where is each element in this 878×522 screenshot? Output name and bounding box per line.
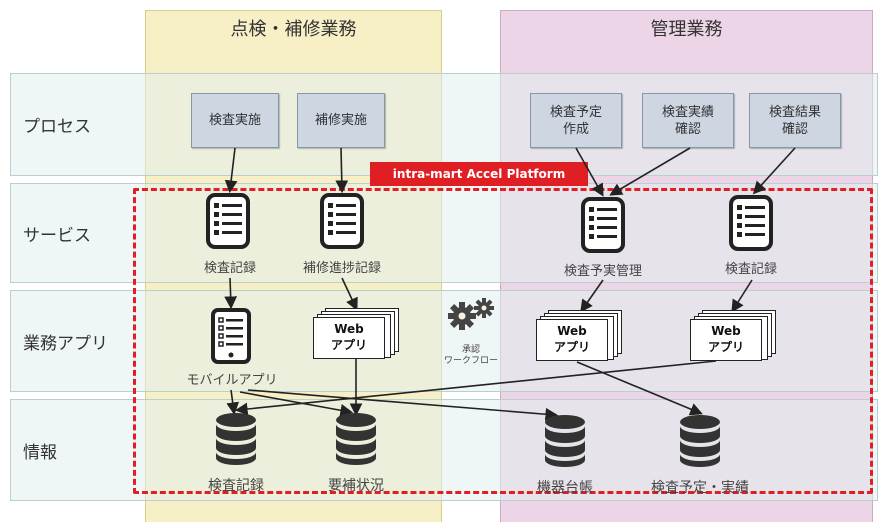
row-label-process: プロセス (23, 117, 91, 137)
process-kensa-kekka: 検査結果 確認 (749, 93, 841, 148)
gears-icon (448, 298, 494, 330)
stacked-pages-icon: Web アプリ (313, 308, 403, 360)
service-label-kensa-kiroku-2: 検査記録 (724, 262, 777, 277)
arrow-kekka-to-service (752, 147, 796, 195)
document-icon (206, 193, 250, 249)
app-label-mobile: モバイルアプリ (186, 373, 278, 388)
stacked-pages-icon: Web アプリ (536, 310, 626, 362)
info-label-kiki-daichou: 機器台帳 (537, 480, 593, 496)
row-info: 情報 (10, 399, 878, 501)
info-label-kensa-yotei-jisseki: 検査予定・実績 (651, 480, 749, 496)
arrow-mobile-to-db2 (239, 391, 354, 417)
database-icon (336, 413, 376, 465)
arrow-service2-to-web (341, 277, 358, 311)
info-label-youho-joukyou: 要補状況 (328, 478, 384, 494)
process-kensa-yotei: 検査予定 作成 (530, 93, 622, 148)
row-label-app: 業務アプリ (23, 333, 108, 354)
row-label-info: 情報 (23, 442, 57, 463)
tablet-icon (211, 308, 251, 364)
process-kensa-jisshi: 検査実施 (191, 93, 279, 148)
platform-badge: intra-mart Accel Platform (370, 162, 588, 186)
web-app-label-1b: アプリ (330, 338, 367, 352)
arrow-yotei-to-service (575, 147, 604, 197)
service-label-kensa-kiroku: 検査記録 (203, 261, 256, 276)
arrow-mobile-to-db3 (247, 389, 559, 421)
document-icon (581, 197, 625, 253)
info-label-kensa-kiroku: 検査記録 (208, 478, 264, 494)
process-kensa-jisseki: 検査実績 確認 (642, 93, 734, 148)
database-icon (216, 413, 256, 465)
web-app-label-3b: アプリ (707, 340, 744, 354)
platform-boundary (133, 188, 873, 494)
process-hoshu-jisshi: 補修実施 (297, 93, 385, 148)
arrow-hoshu-to-service (335, 147, 349, 194)
arrow-service1-to-mobile (224, 277, 238, 310)
database-icon (545, 415, 585, 467)
arrow-jisseki-to-service (609, 147, 691, 196)
arrow-mobile-to-db1 (226, 389, 240, 416)
web-app-label-2b: アプリ (553, 340, 590, 354)
web-app-label-3a: Web (711, 324, 741, 338)
column-title-inspection-repair: 点検・補修業務 (230, 19, 357, 40)
web-app-label-2a: Web (557, 324, 587, 338)
arrow-web2-to-db4 (576, 361, 703, 416)
service-label-hoshu-shinchoku: 補修進捗記録 (302, 261, 381, 276)
arrow-service3-to-web (580, 279, 604, 313)
document-icon (320, 193, 364, 249)
arrow-web3-to-db1 (234, 360, 717, 416)
arrow-service4-to-web (731, 279, 753, 313)
arrow-kensa-to-service (224, 147, 238, 194)
workflow-label: 承認 ワークフロー (443, 345, 498, 366)
row-label-service: サービス (23, 225, 91, 246)
column-title-management: 管理業務 (650, 19, 723, 40)
web-app-label-1a: Web (334, 322, 364, 336)
service-label-kensa-yojitsu: 検査予実管理 (563, 264, 642, 279)
database-icon (680, 415, 720, 467)
document-icon (729, 195, 773, 251)
stacked-pages-icon: Web アプリ (690, 310, 780, 362)
